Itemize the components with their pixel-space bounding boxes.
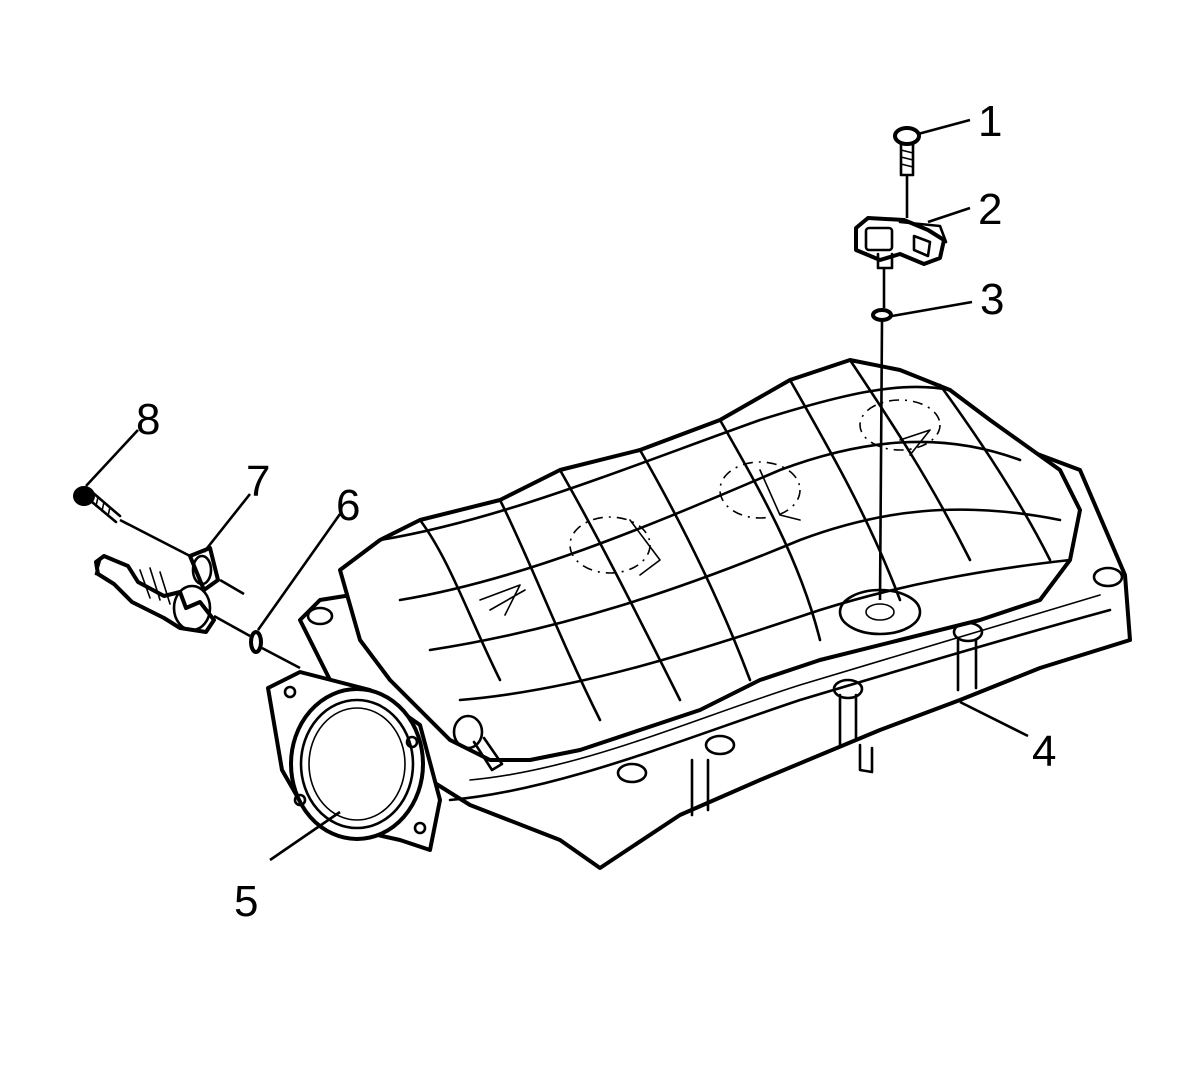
sensor-2 [854, 216, 948, 270]
callout-6: 6 [336, 481, 360, 530]
callout-leaders [85, 118, 1029, 862]
callout-2: 2 [978, 185, 1002, 234]
callout-4: 4 [1032, 727, 1056, 776]
callout-8: 8 [136, 395, 160, 444]
callout-1: 1 [978, 97, 1002, 146]
intake-manifold [298, 358, 1132, 870]
throttle-body-flange [266, 670, 442, 852]
bracket-7 [188, 546, 220, 592]
fitting-assembly [94, 554, 216, 634]
bolt-1 [893, 126, 921, 177]
callout-5: 5 [234, 877, 258, 926]
flange-bosses [306, 566, 1124, 817]
seal-6 [249, 630, 263, 654]
callout-labels: 1 2 3 4 5 6 7 8 [136, 97, 1056, 926]
callout-3: 3 [980, 275, 1004, 324]
seal-3 [871, 308, 893, 322]
callout-7: 7 [246, 457, 270, 506]
bolt-8 [73, 486, 122, 524]
